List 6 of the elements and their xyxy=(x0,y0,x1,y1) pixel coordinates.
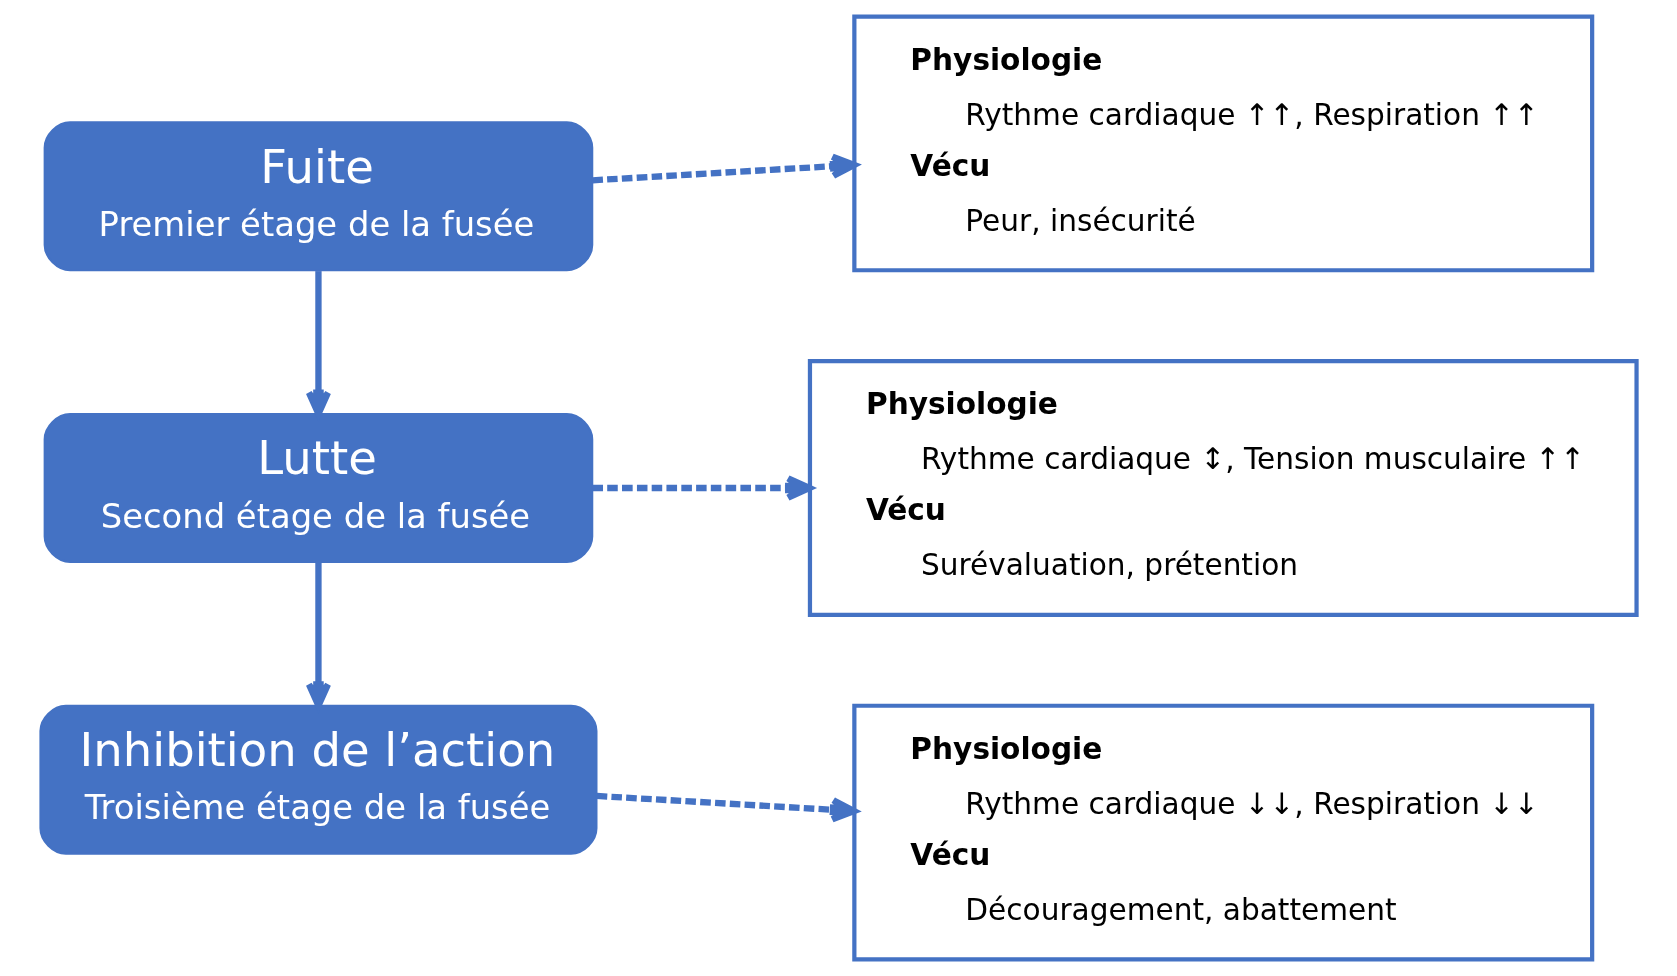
node-box: Lutte Second étage de la fusée xyxy=(43,412,594,564)
node-box: Physiologie Rythme cardiaque ↕, Tension musculaire ↑↑ Vécu Surévaluation, prétention xyxy=(807,359,1639,617)
node-box: Physiologie Rythme cardiaque ↑↑, Respiration ↑↑ Vécu Peur, insécurité xyxy=(852,14,1595,273)
node-box: Physiologie Rythme cardiaque ↓↓, Respiration ↓↓ Vécu Découragement, abattement xyxy=(852,703,1595,962)
node-box: Inhibition de l’action Troisième étage de la fusée xyxy=(39,704,598,855)
node-box: Fuite Premier étage de la fusée xyxy=(43,121,594,272)
